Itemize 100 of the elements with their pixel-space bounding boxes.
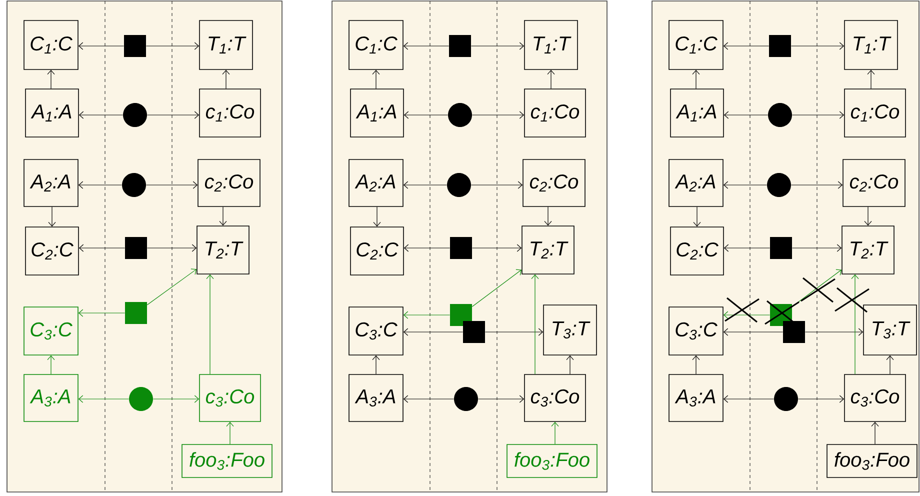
arrow [566, 355, 574, 374]
arrow [226, 422, 234, 444]
object-box: c$_{3}$:Co [844, 374, 906, 422]
object-box: A$_{2}$:A [24, 159, 78, 207]
arrow [146, 42, 200, 50]
object-box: c$_{1}$:Co [844, 88, 906, 138]
arrow [470, 181, 523, 189]
filled-square [769, 35, 791, 57]
object-box: A$_{2}$:A [348, 159, 404, 207]
filled-square [449, 35, 471, 57]
arrow [78, 42, 124, 50]
arrow [152, 395, 200, 403]
object-box: A$_{1}$:A [670, 88, 724, 138]
arrow [724, 111, 768, 119]
object-box: C$_{1}$:C [348, 20, 404, 70]
object-box: A$_{1}$:A [25, 88, 79, 138]
object-box: c$_{1}$:Co [199, 88, 261, 138]
filled-square [450, 237, 472, 259]
arrow [372, 355, 380, 374]
object-box: foo$_{3}$:Foo [506, 444, 598, 478]
filled-square [463, 321, 485, 343]
filled-square [450, 304, 472, 326]
arrow [864, 206, 872, 226]
arrow [403, 42, 450, 50]
object-box: T$_{2}$:T [522, 226, 574, 274]
arrow [472, 269, 522, 307]
arrow [723, 311, 770, 319]
arrow [403, 328, 464, 336]
object-box: foo$_{3}$:Foo [826, 444, 918, 478]
arrow [470, 42, 524, 50]
arrow [403, 311, 450, 319]
object-box: c$_{3}$:Co [199, 374, 261, 422]
filled-circle [454, 387, 478, 411]
filled-circle [447, 173, 471, 197]
arrow [723, 395, 774, 403]
object-box: A$_{1}$:A [350, 88, 404, 138]
arrow [222, 70, 230, 89]
arrow [78, 111, 124, 119]
arrow [544, 206, 552, 226]
arrow [404, 244, 450, 252]
object-box: C$_{1}$:C [668, 20, 724, 70]
filled-circle [448, 103, 472, 127]
arrow [790, 181, 843, 189]
object-box: T$_{2}$:T [842, 226, 894, 274]
arrow [790, 42, 844, 50]
arrow [886, 355, 894, 374]
arrow [792, 111, 844, 119]
object-box: T$_{1}$:T [199, 20, 253, 70]
filled-square [125, 302, 147, 324]
arrow [372, 70, 380, 89]
object-box: c$_{2}$:Co [198, 159, 260, 207]
filled-circle [768, 103, 792, 127]
filled-square [125, 237, 147, 259]
filled-square [124, 35, 146, 57]
arrow [403, 181, 448, 189]
arrow [472, 111, 524, 119]
arrow [78, 309, 126, 317]
object-box: c$_{2}$:Co [842, 159, 906, 207]
object-box: T$_{2}$:T [196, 226, 250, 274]
filled-square [783, 321, 805, 343]
arrow [403, 395, 454, 403]
arrow [547, 70, 555, 89]
arrow [871, 422, 879, 444]
arrow [206, 274, 214, 374]
object-box: C$_{1}$:C [24, 20, 78, 70]
filled-circle [767, 173, 791, 197]
object-box: C$_{2}$:C [350, 226, 404, 276]
object-box: T$_{1}$:T [844, 20, 898, 70]
object-box: c$_{2}$:Co [522, 159, 586, 207]
arrow [724, 244, 770, 252]
arrow [484, 328, 544, 336]
filled-square [770, 237, 792, 259]
object-box: T$_{3}$:T [863, 304, 917, 356]
object-box: C$_{3}$:C [24, 306, 78, 356]
arrow [798, 395, 844, 403]
object-box: c$_{3}$:Co [524, 374, 586, 422]
filled-circle [123, 103, 147, 127]
arrow [78, 395, 130, 403]
arrow [47, 70, 55, 89]
arrow [146, 111, 200, 119]
arrow [723, 328, 784, 336]
arrow [723, 181, 768, 189]
filled-circle [129, 387, 153, 411]
object-box: C$_{3}$:C [348, 306, 404, 356]
arrow [404, 111, 448, 119]
object-box: C$_{2}$:C [25, 226, 79, 276]
arrow [146, 244, 197, 252]
arrow [692, 70, 700, 89]
arrow [551, 422, 559, 444]
object-box: C$_{3}$:C [668, 306, 724, 356]
arrow [867, 70, 875, 89]
arrow [851, 274, 859, 374]
filled-circle [122, 173, 146, 197]
arrow [792, 244, 842, 252]
object-box: A$_{3}$:A [668, 374, 724, 422]
arrow [78, 244, 126, 252]
arrow [78, 181, 122, 189]
object-box: T$_{3}$:T [543, 304, 597, 356]
arrow [146, 268, 197, 306]
arrow [219, 206, 227, 226]
